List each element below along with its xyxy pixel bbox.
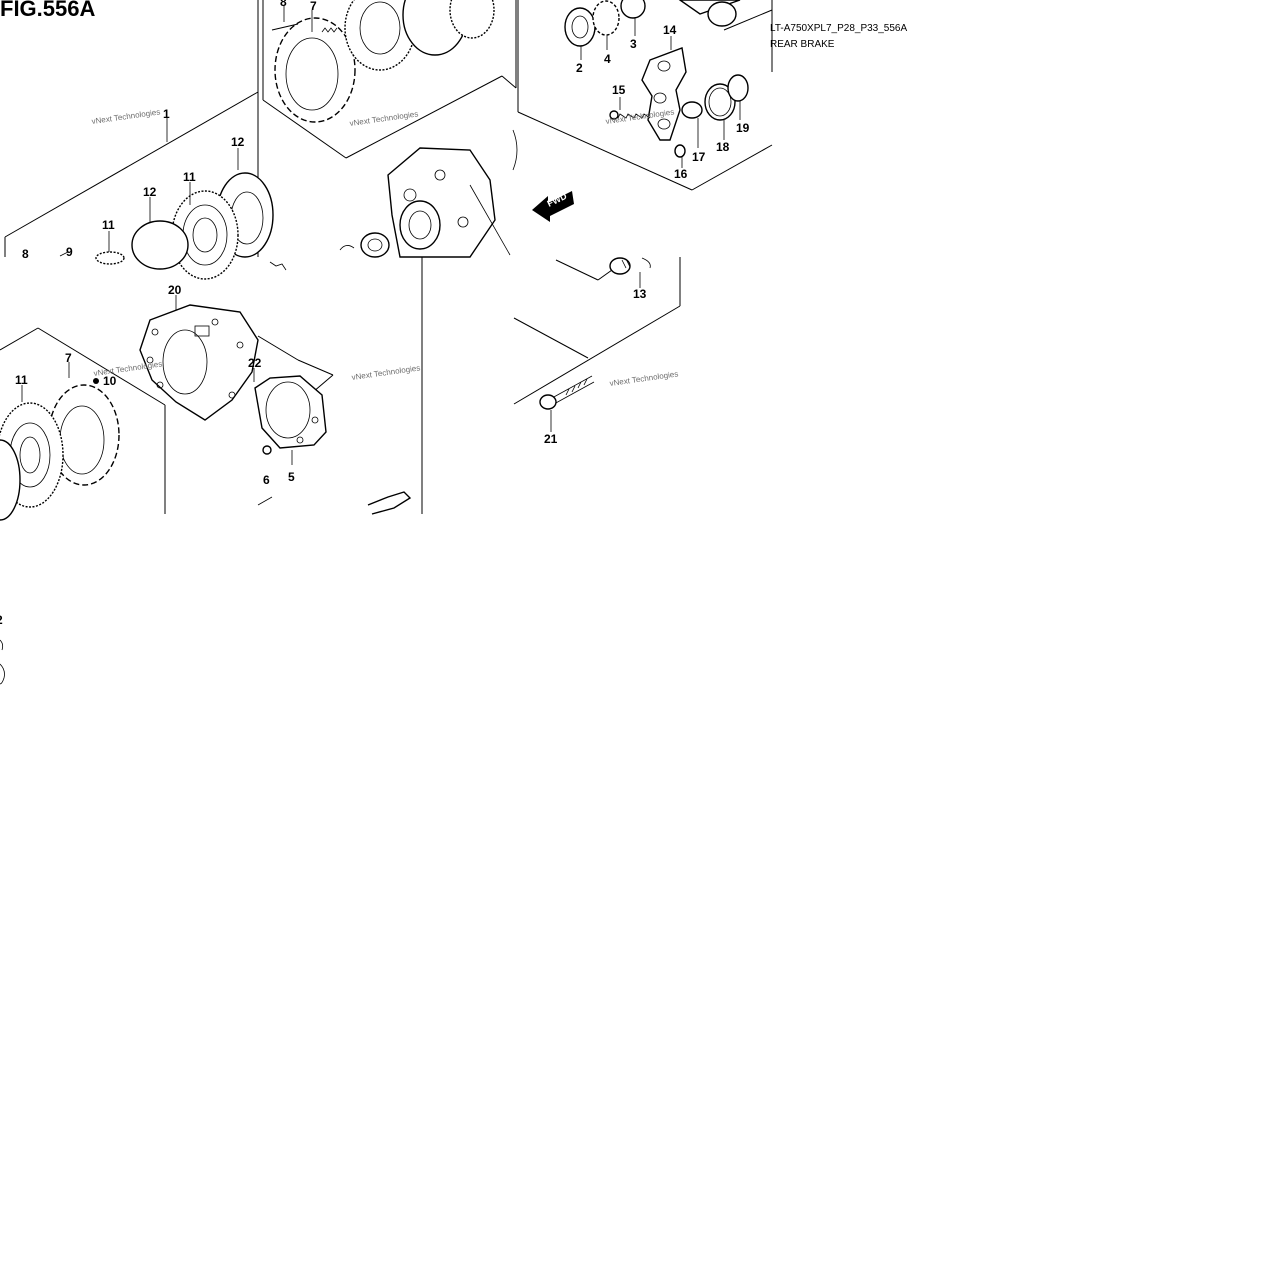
callout-7: 7 <box>65 351 72 365</box>
brake-housing <box>387 129 518 258</box>
flange-bolt <box>539 375 595 410</box>
callout-19: 19 <box>736 121 750 135</box>
section-name: REAR BRAKE <box>770 39 835 50</box>
callout-15: 15 <box>612 83 626 97</box>
callout-13: 13 <box>633 287 647 301</box>
piston-plate <box>254 375 327 449</box>
callout-3: 3 <box>630 37 637 51</box>
tile-bottom-left: 20 22 7 11 10 5 6 vNext Technologies vNe… <box>0 257 423 521</box>
callout-5: 5 <box>288 470 295 484</box>
housing-gasket <box>139 304 259 421</box>
callout-12: 12 <box>231 135 245 149</box>
tile-bottom-right: 13 21 vNext Technologies <box>513 257 681 446</box>
toothed-plate <box>274 17 356 123</box>
callout-9: 9 <box>66 245 73 259</box>
watermark: vNext Technologies <box>91 107 161 126</box>
tile-top-left: 1 12 12 11 11 8 9 vNext Technologies <box>4 0 274 280</box>
toothed-plate <box>48 384 120 486</box>
watermark: vNext Technologies <box>609 369 679 388</box>
snap-ring <box>704 83 736 121</box>
oil-seal <box>360 232 390 258</box>
cropped-fragment: 2 <box>0 613 5 685</box>
watermark: vNext Technologies <box>351 363 421 382</box>
figure-title: FIG.556A <box>0 0 96 21</box>
drain-plug <box>609 257 631 275</box>
steel-plate <box>131 220 189 270</box>
callout-17: 17 <box>692 150 706 164</box>
fwd-arrow: FWD <box>532 191 574 222</box>
callout-1: 1 <box>163 107 170 121</box>
tile-top-middle: 8 7 vNext Technologies FW <box>262 0 574 258</box>
callout-6: 6 <box>263 473 270 487</box>
callout-11: 11 <box>15 373 28 387</box>
callout-11: 11 <box>183 170 196 184</box>
tile-top-right: 2 4 3 14 15 16 17 18 19 vNext Technologi… <box>517 0 773 191</box>
oil-seal <box>564 7 596 47</box>
bleed-screw <box>609 110 651 120</box>
callout-7: 7 <box>310 0 317 13</box>
callout-22: 22 <box>248 356 262 370</box>
callout-12: 12 <box>143 185 157 199</box>
callout-2: 2 <box>576 61 583 75</box>
callout-8: 8 <box>22 247 29 261</box>
callout-14: 14 <box>663 23 677 37</box>
callout-21: 21 <box>544 432 558 446</box>
callout-16: 16 <box>674 167 688 181</box>
callout-11: 11 <box>102 218 115 232</box>
callout-10: 10 <box>103 374 117 388</box>
caliper-bracket <box>641 47 687 141</box>
callout-8: 8 <box>280 0 287 9</box>
drawing-code: LT-A750XPL7_P28_P33_556A <box>770 23 908 34</box>
callout-18: 18 <box>716 140 730 154</box>
callout-2-fragment: 2 <box>0 613 3 627</box>
callout-20: 20 <box>168 283 182 297</box>
callout-4: 4 <box>604 52 611 66</box>
